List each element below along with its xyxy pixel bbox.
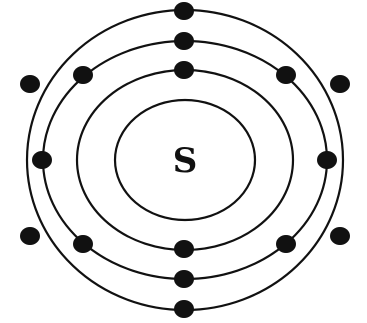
- electron-shell2-3: [317, 151, 337, 169]
- electron-shell1-1: [174, 61, 194, 79]
- electron-shell2-7: [32, 151, 52, 169]
- electron-shell1-2: [174, 240, 194, 258]
- electron-shell3-5: [20, 227, 40, 245]
- electron-shell2-6: [73, 235, 93, 253]
- electron-shell2-1: [174, 32, 194, 50]
- electron-shell2-4: [276, 235, 296, 253]
- element-symbol: S: [173, 141, 198, 181]
- electron-shell2-8: [73, 66, 93, 84]
- electron-shell3-2: [330, 75, 350, 93]
- electron-shell3-1: [174, 2, 194, 20]
- electron-shell2-2: [276, 66, 296, 84]
- electron-shell3-3: [330, 227, 350, 245]
- electron-shell3-6: [20, 75, 40, 93]
- electron-shell3-4: [174, 300, 194, 318]
- electron-shell2-5: [174, 270, 194, 288]
